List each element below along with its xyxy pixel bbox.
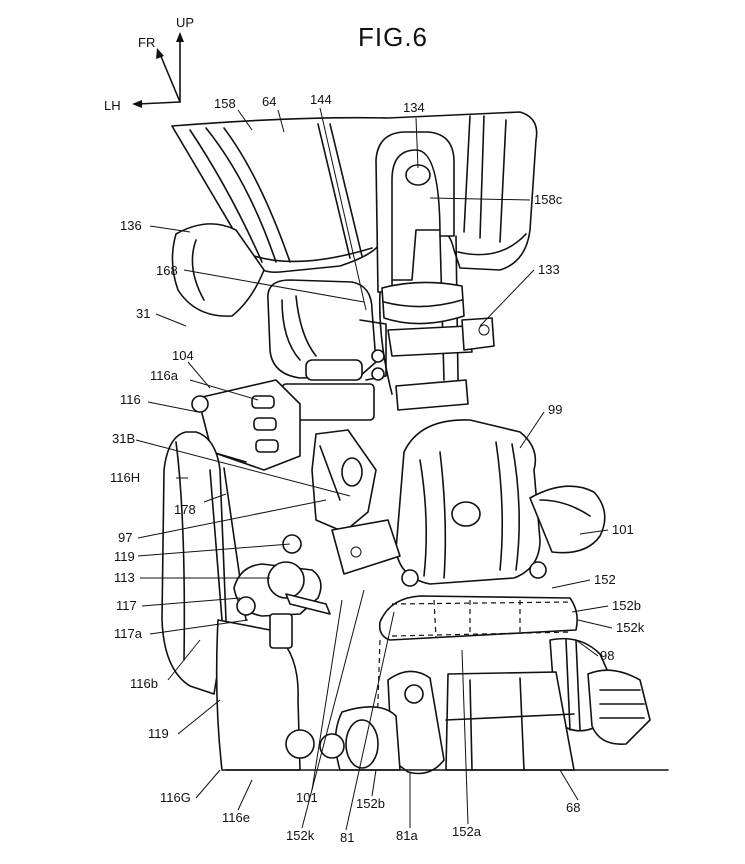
label-178: 178 (174, 502, 196, 517)
leader-lines (135, 107, 613, 831)
label-101-right: 101 (612, 522, 634, 537)
engine-cover (161, 431, 301, 771)
label-116G: 116G (160, 790, 191, 805)
label-116b: 116b (130, 676, 158, 691)
label-31B: 31B (112, 431, 135, 446)
label-152b-bottom: 152b (356, 796, 385, 811)
label-152k-right: 152k (616, 620, 645, 635)
label-133: 133 (538, 262, 560, 277)
label-104: 104 (172, 348, 194, 363)
label-152a: 152a (452, 824, 482, 839)
label-116: 116 (120, 392, 141, 407)
label-116e: 116e (222, 810, 250, 825)
left-arrowhead (132, 100, 142, 108)
label-31: 31 (136, 306, 150, 321)
label-117a: 117a (114, 626, 143, 641)
shaft-152 (375, 569, 578, 761)
label-119-lower: 119 (148, 726, 169, 741)
direction-up-label: UP (176, 15, 194, 30)
pump-unit (233, 534, 331, 649)
label-152b-right: 152b (612, 598, 641, 613)
direction-compass: UP FR LH (104, 15, 194, 113)
small-gears (285, 729, 345, 759)
front-arrowhead (156, 48, 164, 59)
label-136: 136 (120, 218, 142, 233)
hose-clamp (381, 281, 495, 411)
label-158c: 158c (534, 192, 563, 207)
reference-labels: 158 64 144 134 158c 136 168 133 31 104 1… (110, 92, 645, 845)
label-68: 68 (566, 800, 580, 815)
label-97: 97 (118, 530, 132, 545)
label-116H: 116H (110, 470, 140, 485)
label-64: 64 (262, 94, 276, 109)
label-134: 134 (403, 100, 425, 115)
label-152: 152 (594, 572, 616, 587)
direction-front-label: FR (138, 35, 155, 50)
crank-arm (334, 670, 445, 775)
front-arrow (159, 53, 181, 103)
left-arrow (137, 101, 181, 105)
label-117: 117 (116, 598, 137, 613)
gear-assembly (549, 637, 651, 745)
throttle-body (267, 279, 387, 421)
label-101-lower: 101 (296, 790, 318, 805)
intake-duct-136 (171, 223, 265, 317)
label-98: 98 (600, 648, 614, 663)
label-81: 81 (340, 830, 354, 845)
label-168: 168 (156, 263, 178, 278)
label-81a: 81a (396, 828, 418, 843)
label-158: 158 (214, 96, 236, 111)
figure-title: FIG.6 (358, 22, 428, 52)
label-119-upper: 119 (114, 549, 135, 564)
label-113: 113 (114, 570, 135, 585)
label-116a: 116a (150, 368, 179, 383)
label-99: 99 (548, 402, 562, 417)
link-arm (311, 429, 401, 575)
direction-left-label: LH (104, 98, 121, 113)
label-152k-bottom: 152k (286, 828, 315, 843)
label-144: 144 (310, 92, 332, 107)
up-arrowhead (176, 32, 184, 42)
cylinder-head (395, 419, 606, 585)
